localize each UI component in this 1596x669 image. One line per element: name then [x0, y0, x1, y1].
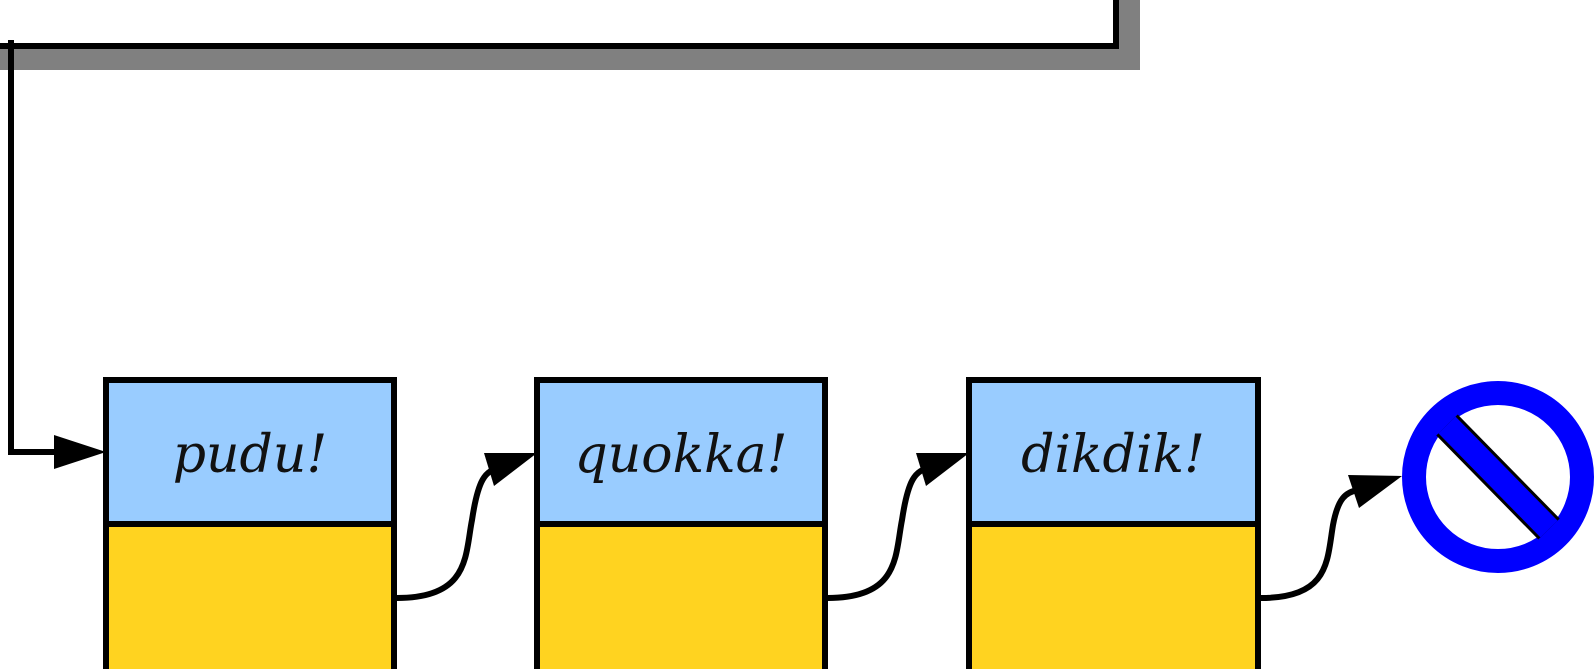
node-next-cell [966, 521, 1261, 669]
null-pointer-icon [1402, 381, 1594, 573]
next-pointer-arrow-1 [396, 465, 501, 601]
next-pointer-arrowhead-2 [916, 453, 969, 486]
node-label: quokka! [574, 425, 787, 485]
head-box [0, 0, 1119, 49]
node-value-cell [534, 377, 828, 527]
next-pointer-arrow-3 [1260, 487, 1359, 601]
node-value-cell [966, 377, 1261, 527]
head-pointer-arrowhead [54, 435, 106, 469]
head-pointer-box [0, 0, 1140, 70]
node-label: dikdik! [1021, 425, 1205, 485]
node-next-cell [534, 521, 828, 669]
head-pointer-arrow [8, 40, 60, 455]
node-next-cell [103, 521, 397, 669]
node-label: pudu! [173, 425, 327, 485]
list-node-2: quokka! [534, 377, 828, 669]
next-pointer-arrowhead-1 [484, 453, 537, 486]
node-value-cell [103, 377, 397, 527]
next-pointer-arrowhead-3 [1348, 475, 1402, 508]
list-node-3: dikdik! [966, 377, 1261, 669]
next-pointer-arrow-2 [827, 465, 931, 601]
list-node-1: pudu! [103, 377, 397, 669]
